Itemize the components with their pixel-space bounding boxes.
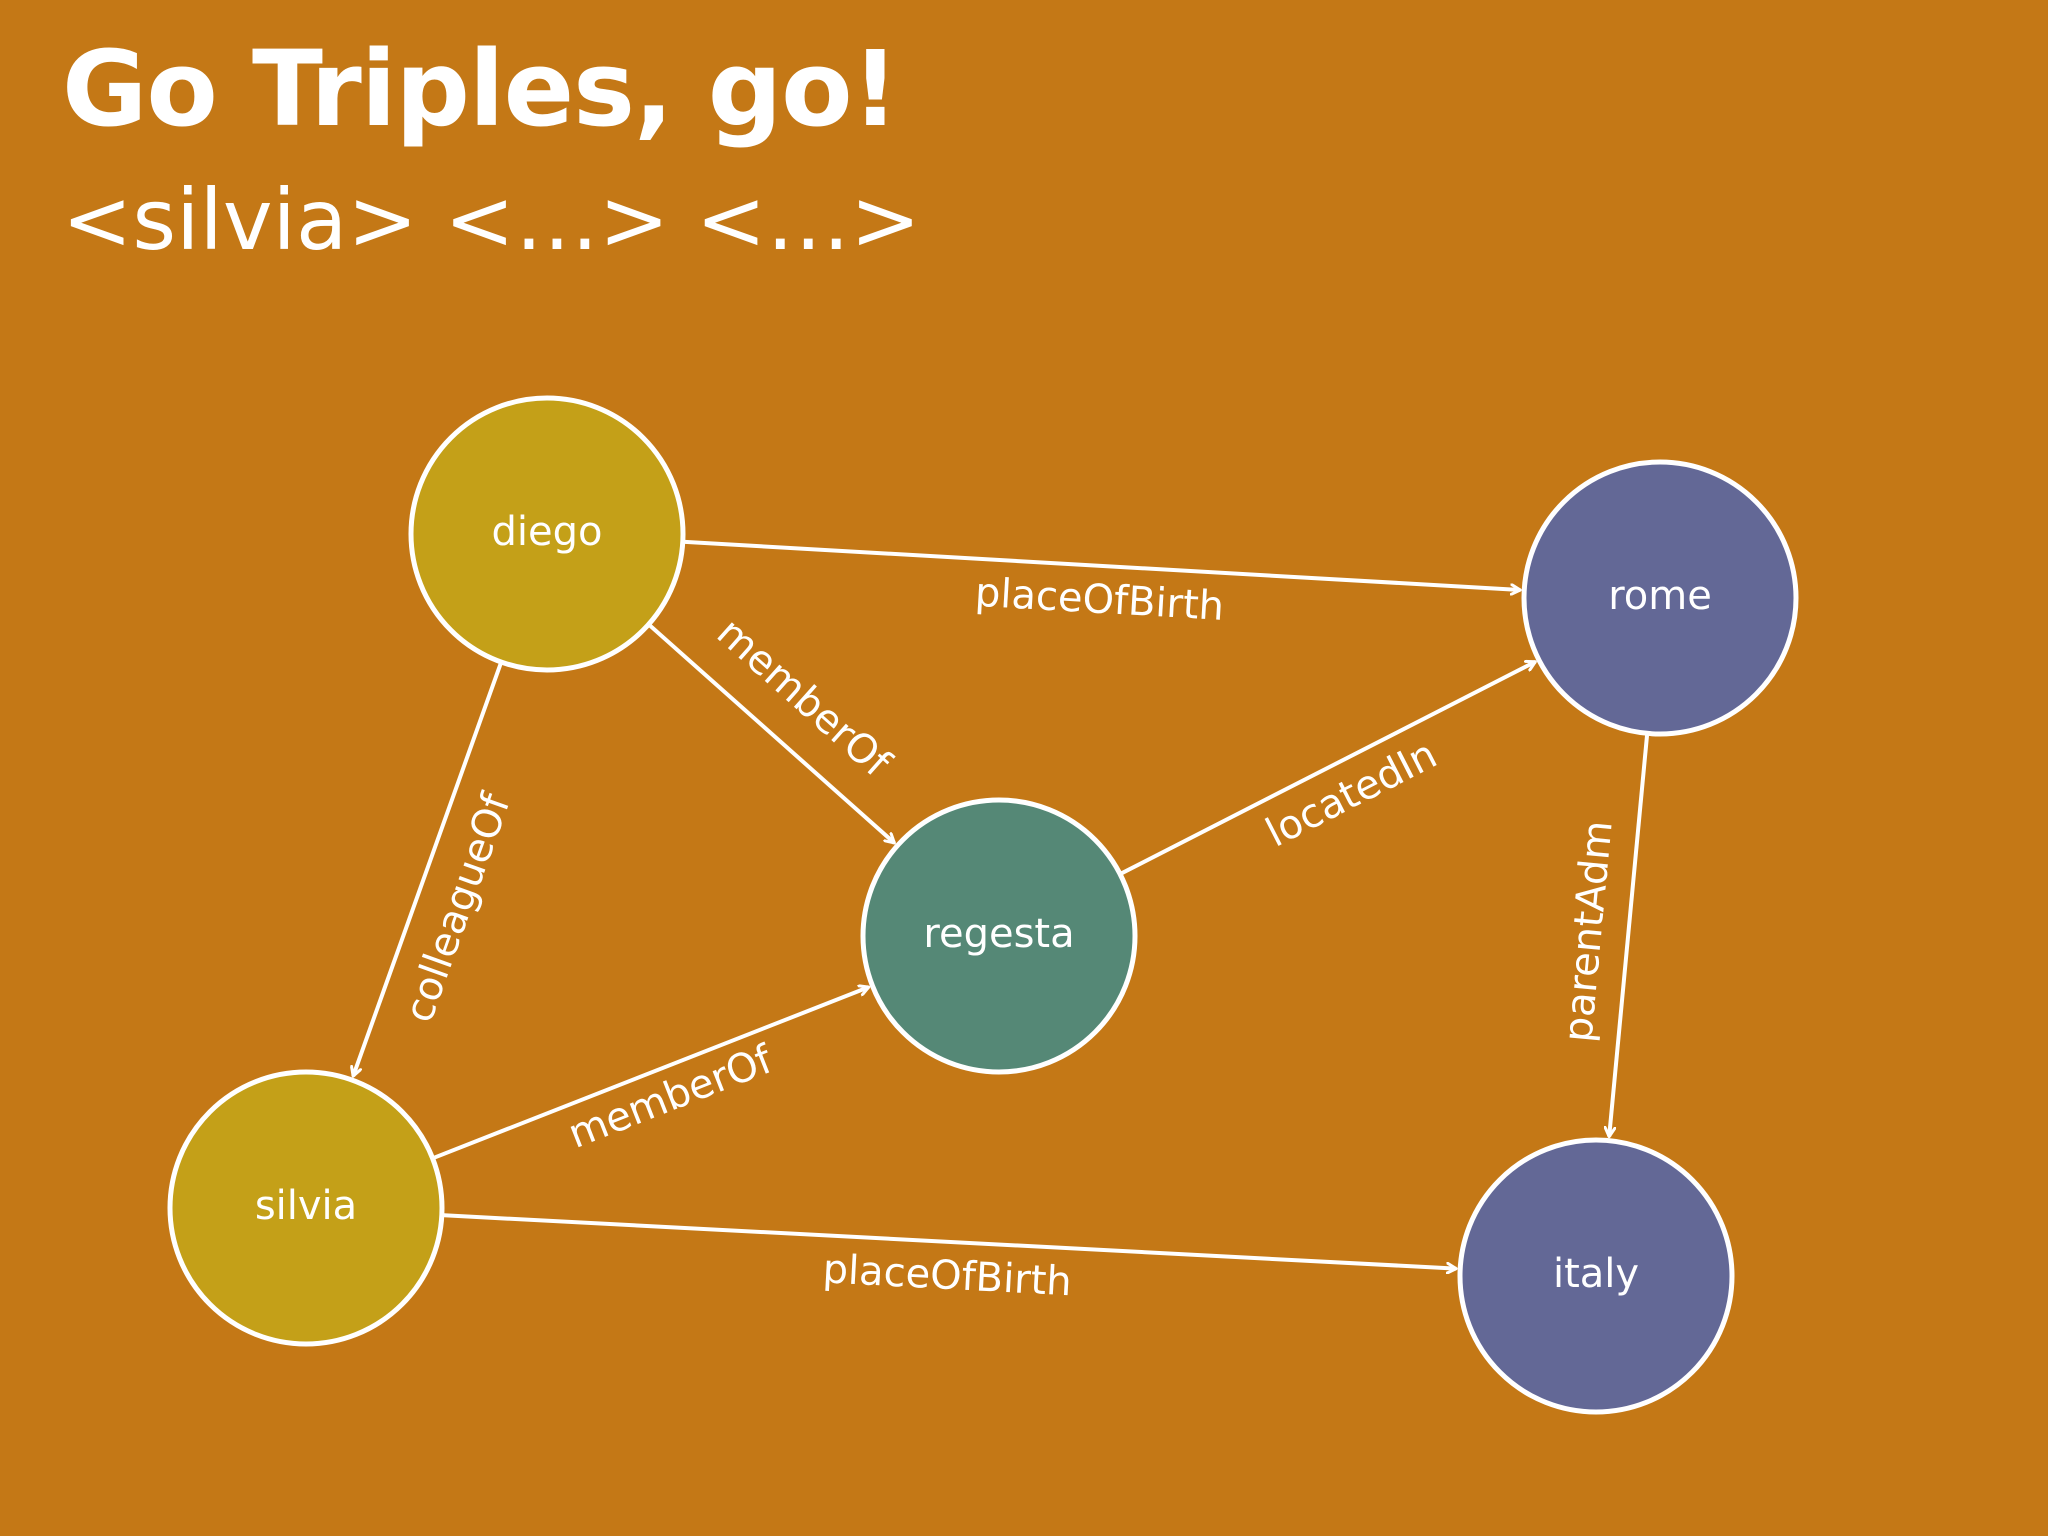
edge-diego-regesta bbox=[647, 622, 895, 843]
node-italy: italy bbox=[1457, 1137, 1735, 1415]
node-label-regesta: regesta bbox=[923, 911, 1074, 957]
node-label-silvia: silvia bbox=[255, 1183, 357, 1229]
edge-label-diego-rome: placeOfBirth bbox=[974, 570, 1225, 630]
edge-diego-rome bbox=[682, 539, 1520, 590]
node-silvia: silvia bbox=[167, 1069, 445, 1347]
edge-label-rome-italy: parentAdm bbox=[1555, 819, 1622, 1044]
node-circle-silvia bbox=[167, 1069, 445, 1347]
node-circle-diego bbox=[408, 395, 686, 673]
edge-silvia-italy bbox=[441, 1213, 1456, 1268]
edge-regesta-rome bbox=[1119, 662, 1535, 876]
node-circle-rome bbox=[1521, 459, 1799, 737]
node-regesta: regesta bbox=[860, 797, 1138, 1075]
node-rome: rome bbox=[1521, 459, 1799, 737]
slide-title: Go Triples, go! bbox=[62, 28, 899, 150]
edge-label-silvia-regesta: memberOf bbox=[562, 1036, 779, 1158]
node-label-diego: diego bbox=[492, 509, 603, 555]
slide-subtitle: <silvia> <…> <…> bbox=[62, 171, 921, 269]
edge-silvia-regesta bbox=[431, 987, 869, 1161]
node-circle-italy bbox=[1457, 1137, 1735, 1415]
node-diego: diego bbox=[408, 395, 686, 673]
node-label-italy: italy bbox=[1553, 1251, 1639, 1297]
edge-diego-silvia bbox=[353, 661, 504, 1076]
edge-label-regesta-rome: locatedIn bbox=[1259, 731, 1445, 856]
edge-rome-italy bbox=[1609, 733, 1650, 1136]
node-circle-regesta bbox=[860, 797, 1138, 1075]
edge-label-silvia-italy: placeOfBirth bbox=[822, 1246, 1073, 1305]
nodes-layer: diego silvia regesta rome italy bbox=[167, 395, 1799, 1415]
node-label-rome: rome bbox=[1608, 573, 1712, 619]
